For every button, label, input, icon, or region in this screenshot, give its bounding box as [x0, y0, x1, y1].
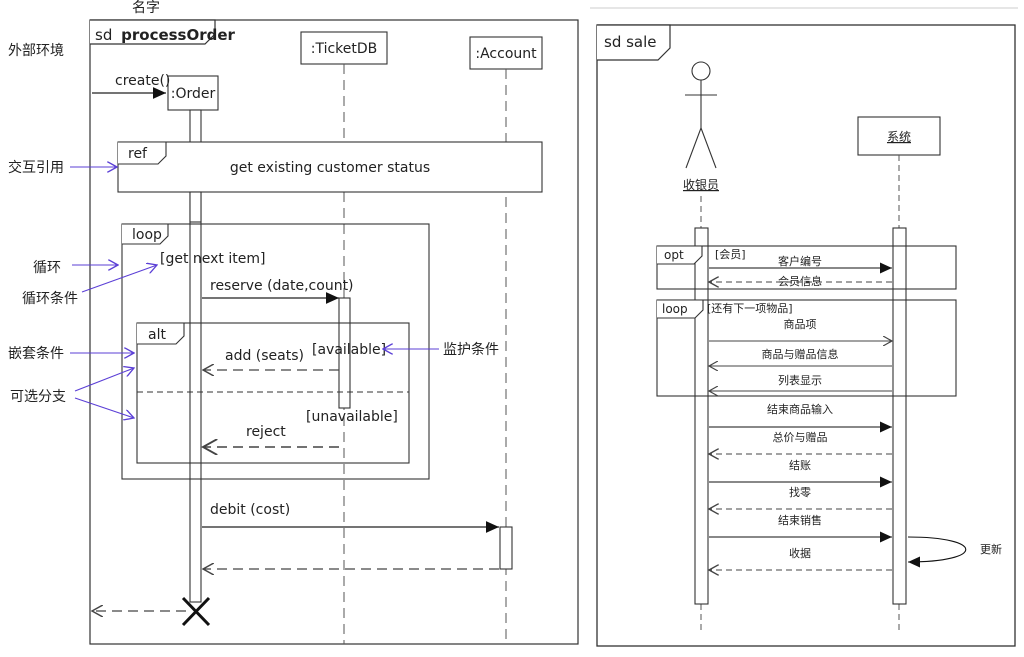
message-receipt-label: 收据: [789, 546, 811, 560]
activation-ticketdb: [338, 297, 351, 409]
activation-order-seg: [189, 191, 202, 223]
message-reserve-label: reserve (date,count): [210, 278, 354, 294]
ref-tab: [118, 141, 167, 165]
loop-guard: [get next item]: [160, 251, 265, 267]
frame-title-prefix: sd: [95, 26, 112, 44]
message-add-seats-label: add (seats): [225, 348, 304, 364]
loop-tag: loop: [132, 227, 162, 243]
message-update-self: [907, 536, 967, 568]
left-sequence-diagram: 名字 sd processOrder 外部环境 :Order :TicketDB…: [8, 0, 579, 645]
ref-text: get existing customer status: [230, 160, 430, 176]
message-item-label: 商品项: [784, 317, 817, 331]
opt-tab: [657, 245, 703, 265]
frame-sale: [596, 24, 1016, 647]
alt-tab: [137, 322, 185, 345]
alt-fragment: [136, 322, 410, 464]
frame-title: processOrder: [121, 26, 235, 44]
message-update-label: 更新: [980, 542, 1002, 556]
frame-title-tab: [90, 19, 216, 45]
message-total-gift-label: 总价与赠品: [773, 430, 828, 444]
loop-tab: [122, 223, 169, 245]
message-end-sale-label: 结束销售: [778, 513, 822, 527]
ref-fragment: [117, 141, 543, 193]
annotation-environment: 外部环境: [8, 43, 64, 59]
message-member-info-label: 会员信息: [778, 274, 822, 288]
message-customer-no-label: 客户编号: [778, 254, 822, 268]
lifeline-account-head: [469, 36, 543, 70]
right-sequence-diagram: sd sale 收银员 系统 opt [会员] 客户编号 会员信息: [590, 7, 1018, 647]
lifeline-account-label: :Account: [475, 46, 537, 62]
name-label: 名字: [132, 0, 160, 16]
alt-guard-available: [available]: [312, 342, 386, 358]
opt-tag: opt: [664, 248, 684, 262]
sale-loop-tag: loop: [662, 302, 688, 316]
annotation-nested-condition: 嵌套条件: [8, 345, 64, 362]
activation-cashier: [694, 227, 709, 605]
message-create-label: create(): [115, 73, 170, 89]
annotation-loop-condition: 循环条件: [22, 290, 78, 307]
loop-fragment: [121, 223, 430, 480]
sale-loop-tab: [657, 299, 704, 319]
activation-order: [189, 109, 202, 603]
message-change-label: 找零: [789, 485, 811, 499]
ref-tag: ref: [128, 146, 148, 162]
frame-processorder: [89, 19, 579, 645]
annotation-arrow-loop-condition: [81, 265, 157, 293]
annotation-arrow-alt-2: [74, 397, 134, 418]
annotation-guard-condition: 监护条件: [443, 341, 499, 358]
opt-fragment: [656, 245, 957, 290]
message-debit-label: debit (cost): [210, 502, 290, 518]
alt-tag: alt: [148, 327, 166, 343]
annotation-alternative-branch: 可选分支: [10, 389, 66, 405]
annotation-interaction-ref: 交互引用: [8, 159, 64, 176]
svg-text:sd processOrder: sd processOrder: [95, 26, 236, 44]
message-item-gift-info-label: 商品与赠品信息: [762, 347, 839, 361]
annotation-loop: 循环: [33, 260, 61, 276]
annotation-arrow-alt-1: [74, 368, 134, 392]
actor-cashier-label: 收银员: [683, 178, 719, 192]
destroy-marker: [181, 596, 211, 627]
message-reject-label: reject: [246, 424, 286, 440]
lifeline-system-label: 系统: [887, 130, 911, 144]
message-end-item-input-label: 结束商品输入: [767, 402, 833, 416]
frame-sale-title: sd sale: [604, 33, 657, 51]
alt-guard-unavailable: [unavailable]: [306, 409, 398, 425]
message-list-display-label: 列表显示: [778, 373, 822, 387]
opt-guard: [会员]: [715, 248, 746, 261]
activation-system: [892, 227, 907, 605]
lifeline-order-label: :Order: [171, 86, 216, 102]
frame-sale-tab: [597, 24, 671, 61]
sale-loop-guard: [还有下一项物品]: [707, 301, 793, 315]
actor-cashier-icon: [685, 61, 717, 169]
activation-account: [499, 526, 513, 570]
sale-loop-fragment: [656, 299, 957, 397]
message-checkout-label: 结账: [789, 459, 811, 472]
lifeline-ticketdb-label: :TicketDB: [311, 41, 378, 57]
lifeline-order-head: [167, 75, 219, 111]
lifeline-system-head: [857, 116, 941, 156]
